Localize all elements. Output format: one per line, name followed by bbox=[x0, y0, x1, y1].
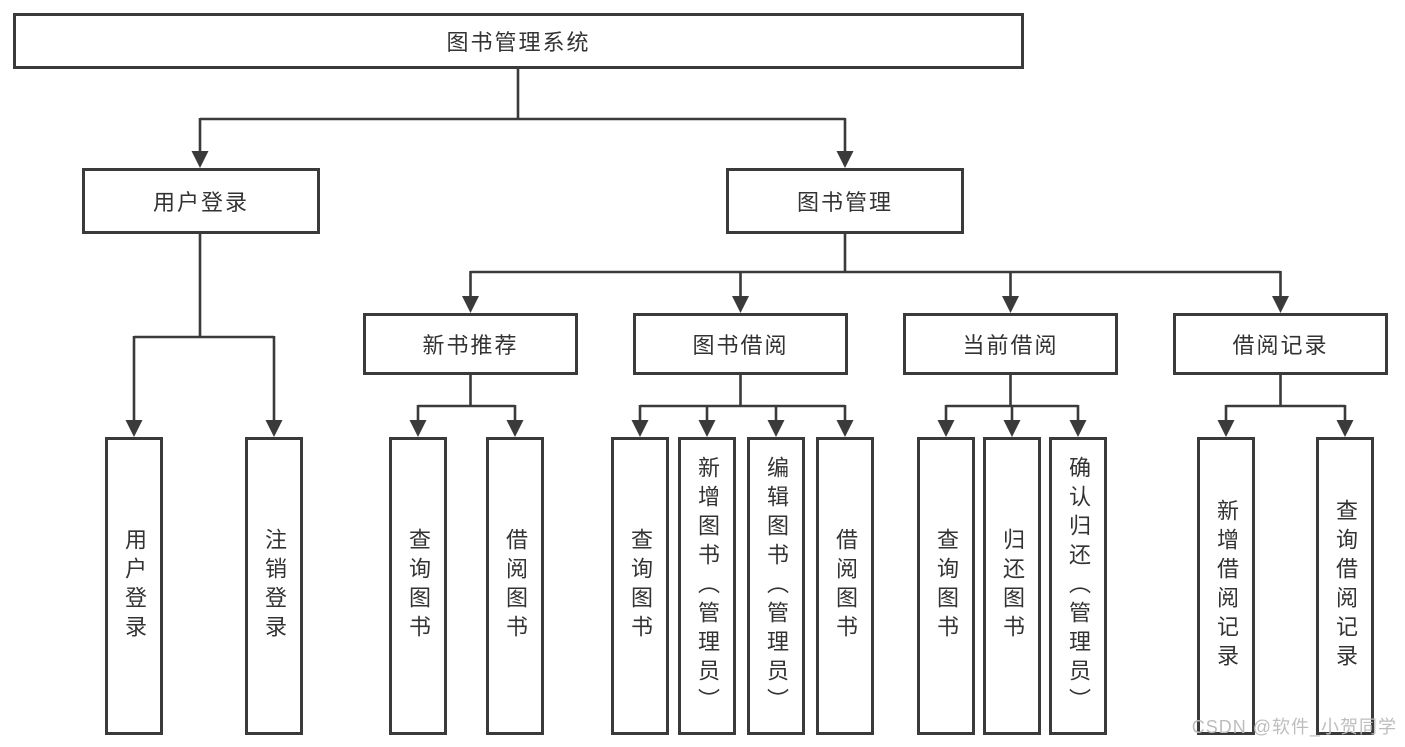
leaf-return-books: 归还图书 bbox=[983, 437, 1041, 735]
leaf-logout: 注销登录 bbox=[245, 437, 303, 735]
leaf-edit-book-admin: 编辑图书（管理员） bbox=[747, 437, 805, 735]
node-current-borrow: 当前借阅 bbox=[903, 313, 1118, 375]
leaf-query-books: 查询图书 bbox=[389, 437, 447, 735]
leaf-borrow-books-2: 借阅图书 bbox=[816, 437, 874, 735]
leaf-add-book-admin: 新增图书（管理员） bbox=[678, 437, 736, 735]
node-book-management: 图书管理 bbox=[726, 168, 964, 234]
leaf-confirm-return-admin: 确认归还（管理员） bbox=[1049, 437, 1107, 735]
leaf-user-login: 用户登录 bbox=[105, 437, 163, 735]
node-user-login: 用户登录 bbox=[82, 168, 320, 234]
node-new-book-recommend: 新书推荐 bbox=[363, 313, 578, 375]
leaf-query-books-2: 查询图书 bbox=[611, 437, 669, 735]
node-book-borrow: 图书借阅 bbox=[633, 313, 848, 375]
leaf-borrow-books: 借阅图书 bbox=[486, 437, 544, 735]
node-library-management-system: 图书管理系统 bbox=[13, 13, 1024, 69]
leaf-query-books-3: 查询图书 bbox=[917, 437, 975, 735]
node-borrow-records: 借阅记录 bbox=[1173, 313, 1388, 375]
watermark-text: CSDN @软件_小贺同学 bbox=[1191, 717, 1397, 737]
leaf-query-borrow-record: 查询借阅记录 bbox=[1316, 437, 1374, 735]
leaf-add-borrow-record: 新增借阅记录 bbox=[1197, 437, 1255, 735]
